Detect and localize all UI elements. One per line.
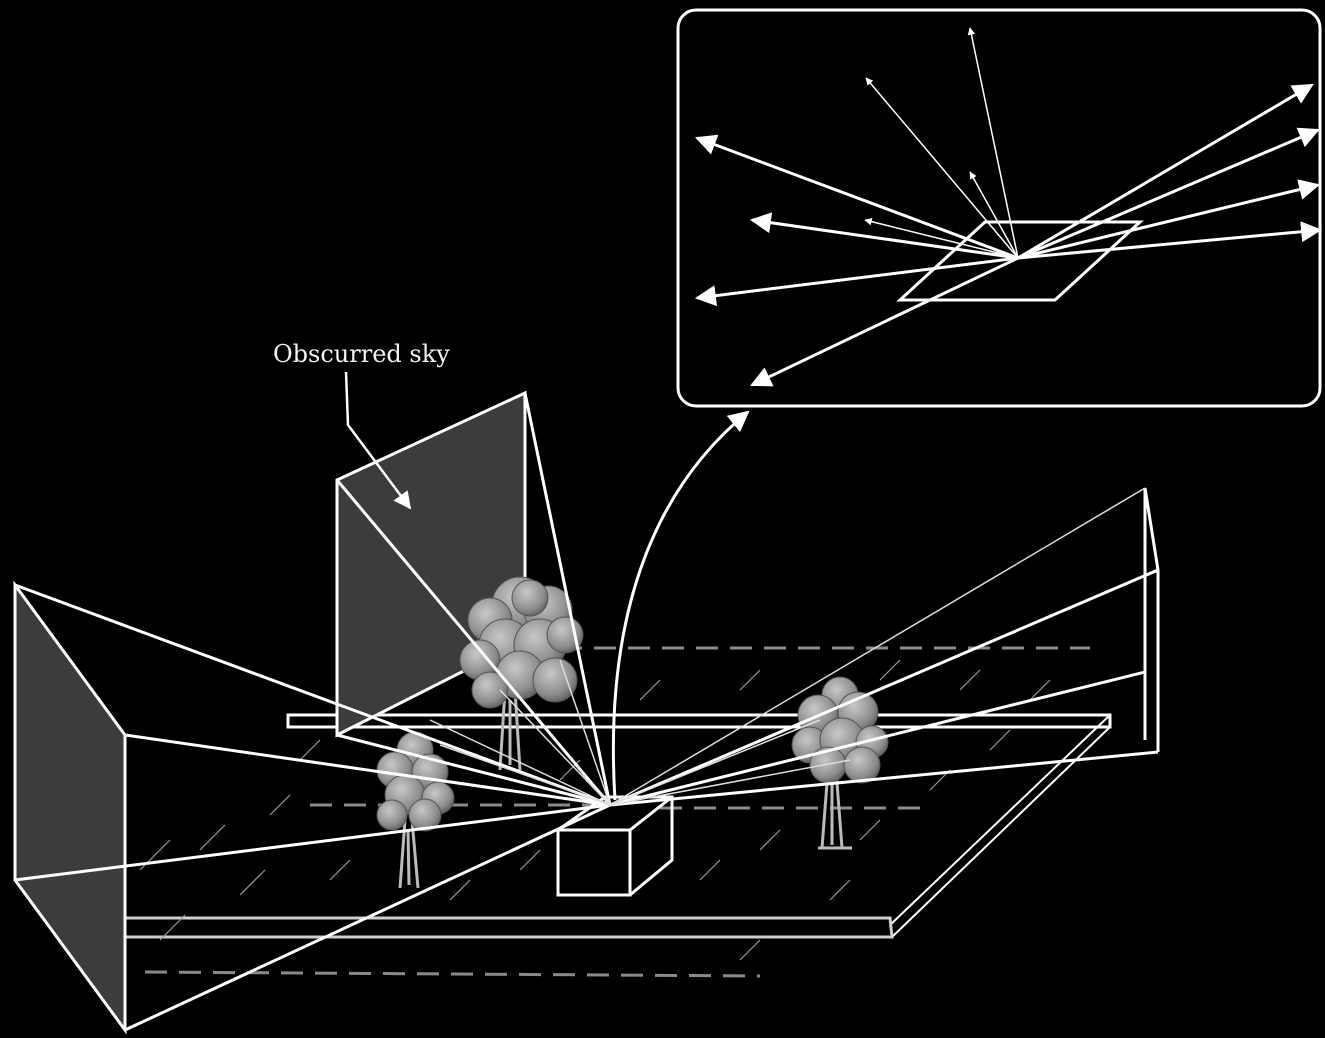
- inset-pointer-arrow: [613, 412, 748, 800]
- view-lines: [15, 393, 1158, 1030]
- dashed-guides: [145, 648, 1090, 976]
- left-obstruction: [15, 585, 125, 1030]
- right-obstruction: [1145, 488, 1158, 752]
- sample-cube: [558, 797, 672, 895]
- inset-panel: [678, 10, 1320, 406]
- obscured-sky-label: Obscurred sky: [273, 340, 450, 368]
